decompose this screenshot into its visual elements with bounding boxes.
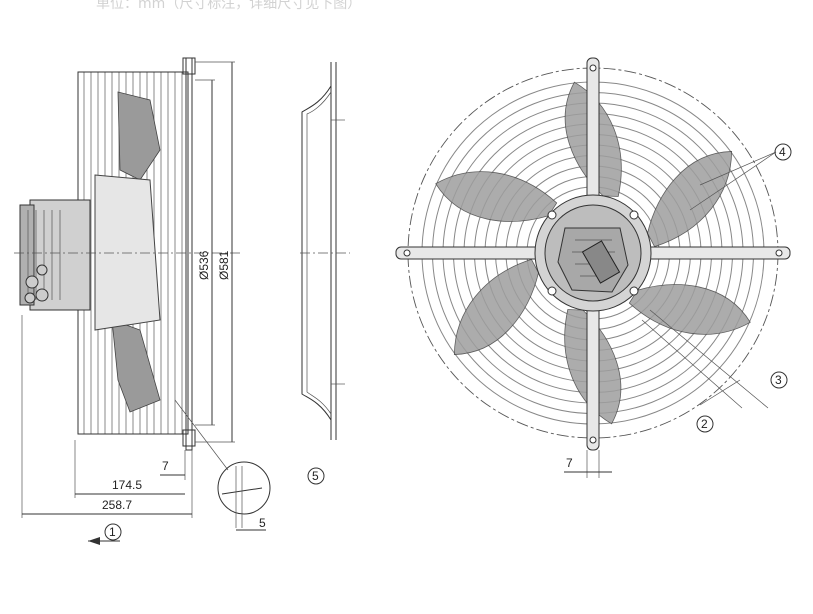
cable-glands (24, 264, 49, 304)
svg-text:2: 2 (701, 417, 708, 431)
front-view: 4 3 2 7 (395, 57, 792, 478)
flange-profile-view: 5 (300, 62, 350, 485)
svg-text:5: 5 (312, 469, 319, 483)
impeller-blade (453, 258, 539, 355)
impeller-blade (435, 171, 558, 222)
mounting-plate (185, 57, 193, 451)
svg-text:1: 1 (109, 525, 116, 539)
callout-3 (770, 371, 788, 389)
side-view: Ø536 Ø581 7 174.5 258.7 1 5 (14, 57, 271, 545)
blade-side-bottom (111, 319, 161, 413)
svg-text:3: 3 (775, 373, 782, 387)
dim-d581: Ø581 (217, 250, 231, 280)
callout-1 (104, 523, 122, 541)
impeller-blade (647, 151, 733, 248)
callout-4 (774, 143, 792, 161)
dim-gap-5: 5 (259, 516, 266, 530)
blade-side-top (117, 91, 161, 181)
dim-gap-7-side: 7 (162, 459, 169, 473)
callout-2 (696, 415, 714, 433)
dim-d536: Ø536 (197, 250, 211, 280)
callout-5 (307, 467, 325, 485)
header-note: 单位：mm（尺寸标注，详细尺寸见下图） (96, 0, 362, 12)
svg-text:4: 4 (779, 145, 786, 159)
dim-gap-7-front: 7 (566, 456, 573, 470)
dim-174-5: 174.5 (112, 478, 142, 492)
impeller-blade (628, 284, 751, 335)
dim-258-7: 258.7 (102, 498, 132, 512)
detail-circle (217, 461, 271, 515)
